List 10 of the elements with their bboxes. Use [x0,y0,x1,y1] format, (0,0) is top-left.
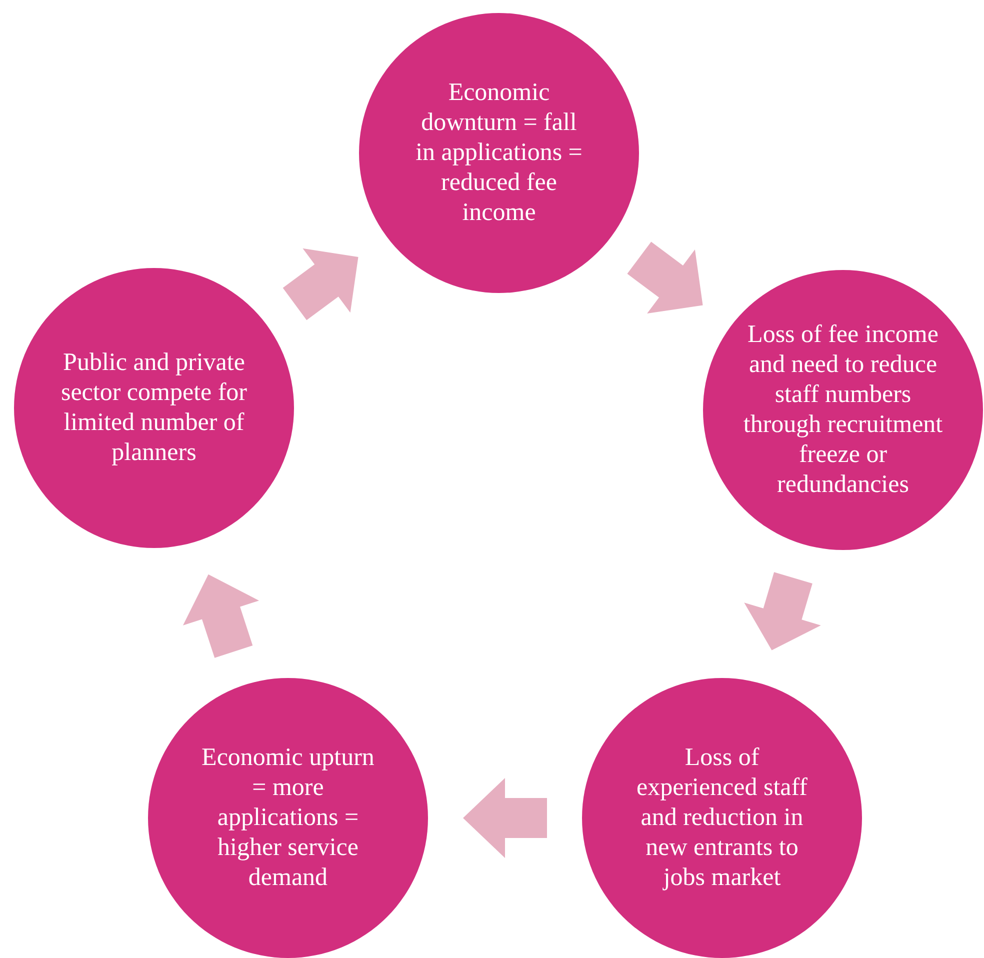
block-arrow [182,574,260,658]
node-text: Public and private sector compete for limited number of planners [60,348,248,468]
node-text: Loss of fee income and need to reduce staff numbers through recruitment freeze or redundancies [742,320,944,500]
node-text: Loss of experienced staff and reduction in new entrants to jobs market [636,743,808,893]
node-text: Economic upturn = more applications = higher service demand [200,743,376,893]
block-arrow [744,572,821,650]
node-text: Economic downturn = fall in applications = reduced fee income [414,78,584,228]
block-arrow [282,248,358,320]
block-arrow [463,778,547,858]
block-arrow [627,242,703,314]
